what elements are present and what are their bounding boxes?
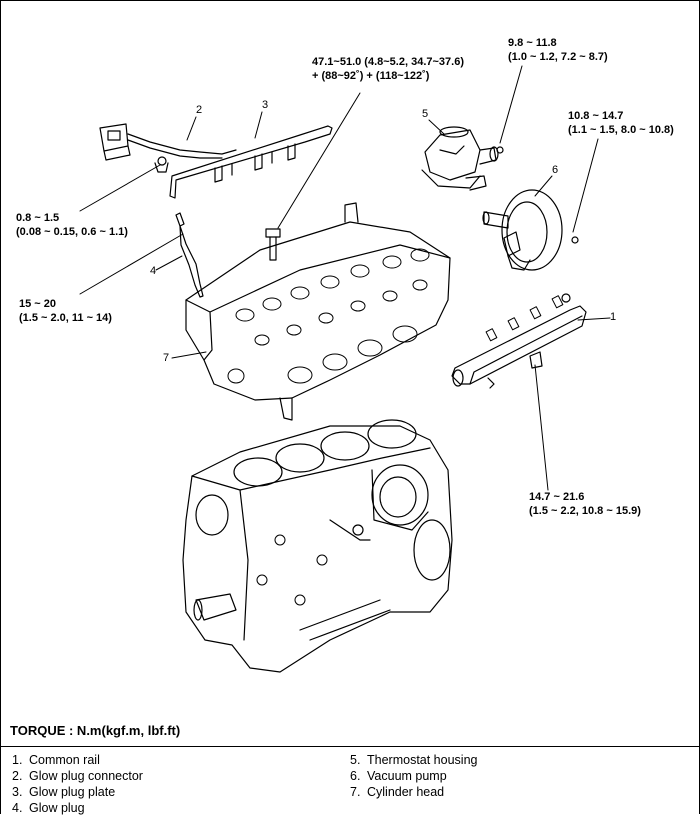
legend-label: Glow plug connector	[29, 769, 143, 783]
legend-column-right: 5. Thermostat housing 6. Vacuum pump 7. Cyl…	[350, 752, 477, 800]
legend-label: Glow plug plate	[29, 785, 116, 799]
legend-item: 1. Common rail	[12, 752, 143, 768]
legend-label: Common rail	[29, 753, 100, 767]
engine-exploded-diagram	[79, 65, 611, 673]
torque-cylinder-head-bolt: 47.1~51.0 (4.8~5.2, 34.7~37.6) + (88~92˚…	[312, 55, 464, 83]
glow-plug-drawing	[175, 212, 204, 298]
legend-item: 4. Glow plug	[12, 800, 143, 816]
torque-vacuum-pump: 10.8 ~ 14.7 (1.1 ~ 1.5, 8.0 ~ 10.8)	[568, 109, 674, 137]
legend-column-left: 1. Common rail 2. Glow plug connector 3. Gl…	[12, 752, 143, 816]
torque-common-rail: 14.7 ~ 21.6 (1.5 ~ 2.2, 10.8 ~ 15.9)	[529, 490, 641, 518]
callout-1: 1	[610, 311, 617, 323]
torque-glow-plug-plate: 0.8 ~ 1.5 (0.08 ~ 0.15, 0.6 ~ 1.1)	[16, 211, 128, 239]
cylinder-head-bolt-drawing	[265, 228, 281, 261]
leader-lines	[79, 65, 611, 491]
torque-line: 9.8 ~ 11.8	[508, 37, 557, 49]
legend-label: Thermostat housing	[367, 753, 478, 767]
torque-line: (1.5 ~ 2.2, 10.8 ~ 15.9)	[529, 505, 641, 517]
legend-label: Vacuum pump	[367, 769, 447, 783]
torque-line: (1.0 ~ 1.2, 7.2 ~ 8.7)	[508, 51, 608, 63]
legend-number: 2.	[12, 769, 23, 783]
callout-6: 6	[552, 164, 559, 176]
torque-line: (1.1 ~ 1.5, 8.0 ~ 10.8)	[568, 124, 674, 136]
legend-number: 5.	[350, 753, 361, 767]
torque-line: 47.1~51.0 (4.8~5.2, 34.7~37.6)	[312, 56, 464, 68]
legend-item: 6. Vacuum pump	[350, 768, 477, 784]
legend-number: 6.	[350, 769, 361, 783]
torque-line: 10.8 ~ 14.7	[568, 110, 624, 122]
torque-line: (1.5 ~ 2.0, 11 ~ 14)	[19, 312, 112, 324]
torque-line: (0.08 ~ 0.15, 0.6 ~ 1.1)	[16, 226, 128, 238]
callout-7: 7	[163, 352, 170, 364]
legend-item: 7. Cylinder head	[350, 784, 477, 800]
torque-line: 0.8 ~ 1.5	[16, 212, 60, 224]
glow-plug-plate-drawing	[169, 125, 333, 199]
legend-label: Cylinder head	[367, 785, 445, 799]
legend-number: 4.	[12, 801, 23, 815]
glow-plug-connector-drawing	[99, 123, 237, 173]
legend-item: 5. Thermostat housing	[350, 752, 477, 768]
common-rail-drawing	[451, 293, 587, 389]
torque-glow-plug: 15 ~ 20 (1.5 ~ 2.0, 11 ~ 14)	[19, 297, 112, 325]
torque-line: 15 ~ 20	[19, 298, 57, 310]
legend-number: 1.	[12, 753, 23, 767]
legend-number: 7.	[350, 785, 361, 799]
callout-2: 2	[196, 104, 203, 116]
torque-line: + (88~92˚) + (118~122˚)	[312, 70, 430, 82]
cylinder-block-drawing	[182, 419, 453, 673]
cylinder-head-drawing	[185, 202, 451, 421]
legend-number: 3.	[12, 785, 23, 799]
thermostat-housing-drawing	[421, 126, 504, 191]
callout-5: 5	[422, 108, 429, 120]
parts-legend: 1. Common rail 2. Glow plug connector 3. Gl…	[0, 746, 700, 816]
callout-3: 3	[262, 99, 269, 111]
legend-label: Glow plug	[29, 801, 85, 815]
vacuum-pump-drawing	[482, 189, 579, 271]
torque-thermostat-housing: 9.8 ~ 11.8 (1.0 ~ 1.2, 7.2 ~ 8.7)	[508, 36, 608, 64]
torque-line: 14.7 ~ 21.6	[529, 491, 585, 503]
legend-item: 2. Glow plug connector	[12, 768, 143, 784]
torque-units-heading: TORQUE : N.m(kgf.m, lbf.ft)	[10, 723, 181, 738]
legend-item: 3. Glow plug plate	[12, 784, 143, 800]
callout-4: 4	[150, 265, 157, 277]
